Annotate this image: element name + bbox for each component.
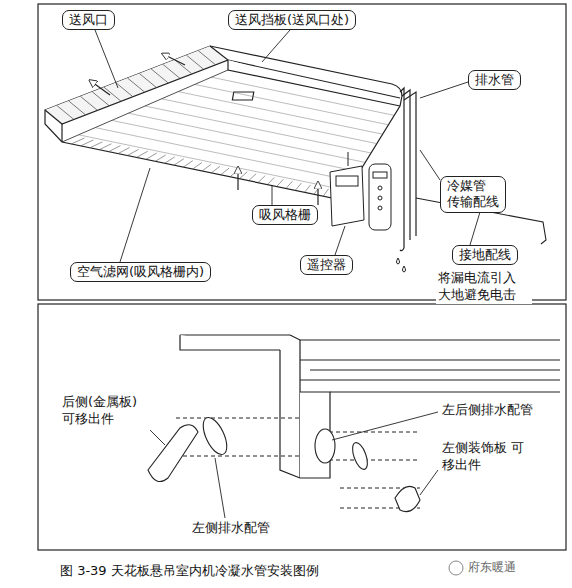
note-label: 将漏电流引入 大地避免电击 [436, 270, 532, 304]
pipes [400, 88, 416, 251]
watermark-icon [449, 561, 463, 575]
outlet-louvre [57, 51, 215, 120]
part-label: 送风挡板(送风口处) [235, 12, 349, 28]
callout-box: 接地配线 [452, 245, 518, 265]
part-label: 排水管 [475, 72, 514, 88]
unit-end-detail [180, 335, 560, 478]
water-drop [397, 258, 406, 272]
remote-controller [330, 152, 391, 230]
note-label: 后侧(金属板) 可移出件 [60, 394, 156, 428]
callout-box: 送风挡板(送风口处) [228, 10, 356, 30]
part-label: 冷媒管 [447, 178, 499, 194]
callout-box: 送风口 [62, 10, 115, 30]
part-label: 空气滤网(吸风格栅内) [77, 264, 204, 280]
panel-frame [38, 4, 566, 300]
callout-box: 排水管 [468, 70, 521, 90]
callout-box: 冷媒管传输配线 [440, 176, 506, 213]
part-label: 吸风格栅 [259, 207, 311, 223]
leader-line [150, 412, 438, 518]
intake-grille [71, 77, 394, 198]
note-label: 左后侧排水配管 [440, 402, 535, 419]
callout-box: 空气滤网(吸风格栅内) [70, 262, 211, 282]
note-label: 左侧排水配管 [190, 520, 272, 537]
part-label: 传输配线 [447, 194, 499, 210]
callout-box: 吸风格栅 [252, 205, 318, 225]
part-label: 遥控器 [307, 257, 346, 273]
indoor-unit [45, 46, 402, 200]
figure-caption: 图 3-39 天花板悬吊室内机冷凝水管安装图例 [60, 562, 319, 580]
part-label: 接地配线 [459, 247, 511, 263]
air-arrow [92, 55, 318, 205]
part-label: 送风口 [69, 12, 108, 28]
leader-line [95, 30, 480, 262]
knockout-part [148, 414, 420, 512]
callout-box: 遥控器 [300, 255, 353, 275]
watermark: 府东暖通 [466, 560, 518, 576]
panel-frame [38, 304, 566, 550]
note-label: 左侧装饰板 可移出件 [440, 440, 536, 474]
